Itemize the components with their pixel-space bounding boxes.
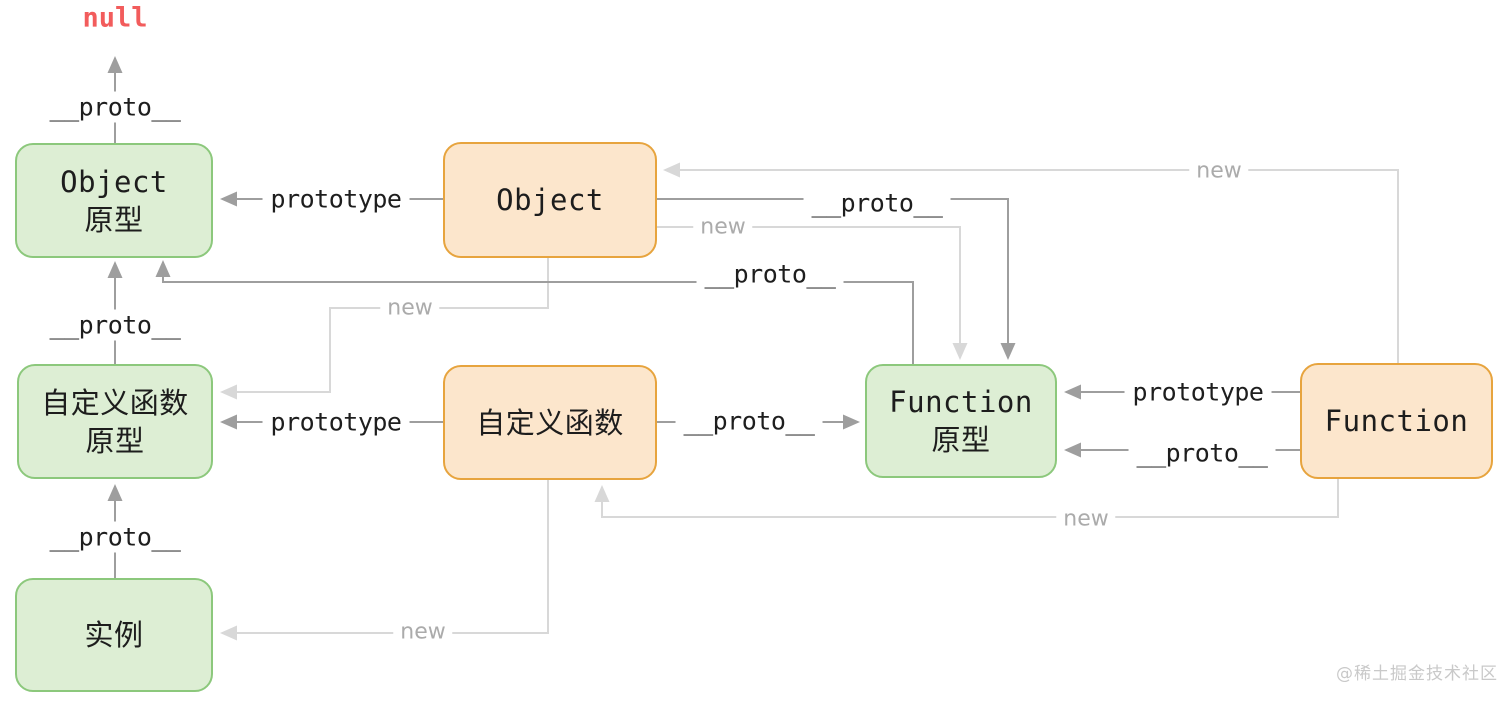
- label-new-function-to-object: new: [1189, 157, 1249, 185]
- node-title: Object: [60, 164, 168, 199]
- node-title: Object: [496, 183, 604, 217]
- label-new-function-to-customfn: new: [1056, 505, 1116, 533]
- node-title: Function: [889, 385, 1033, 419]
- edge-new-customfn-to-instance: [220, 480, 549, 641]
- node-customfn: 自定义函数: [443, 365, 657, 480]
- node-title: 自定义函数: [41, 385, 189, 420]
- label-proto-object-to-funcproto: __proto__: [803, 187, 951, 219]
- node-instance: 实例: [15, 578, 213, 692]
- edge-new-object-to-custom-prototype: [220, 258, 549, 400]
- edge-new-function-to-customfn: [594, 479, 1339, 518]
- label-prototype-object: prototype: [262, 183, 410, 215]
- label-proto-funcproto-to-objproto: __proto__: [696, 258, 844, 290]
- label-new-customfn-to-instance: new: [393, 618, 453, 646]
- label-new-object-to-customproto: new: [380, 294, 440, 322]
- edge-proto-object-to-funcproto: [657, 198, 1016, 360]
- label-new-object-to-funcproto: new: [693, 213, 753, 241]
- node-title: 实例: [84, 618, 144, 652]
- node-function: Function: [1300, 363, 1493, 479]
- node-object-prototype: Object 原型: [15, 143, 213, 258]
- watermark: @稀土掘金技术社区: [1336, 664, 1498, 684]
- label-proto-objproto-to-null: __proto__: [41, 91, 189, 123]
- label-proto-instance-to-customproto: __proto__: [41, 521, 189, 553]
- node-object: Object: [443, 142, 657, 258]
- null-label: null: [76, 2, 154, 34]
- node-subtitle: 原型: [85, 423, 145, 458]
- label-proto-customfn-to-funcproto: __proto__: [675, 405, 823, 437]
- node-title: 自定义函数: [476, 405, 624, 440]
- node-title: Function: [1324, 404, 1469, 438]
- label-prototype-customfn: prototype: [262, 406, 410, 438]
- label-proto-function-to-funcproto: __proto__: [1128, 437, 1276, 469]
- edge-new-function-to-object: [663, 162, 1399, 363]
- node-function-prototype: Function 原型: [865, 364, 1057, 478]
- edge-new-object-to-function-prototype: [657, 226, 968, 360]
- node-subtitle: 原型: [84, 202, 144, 237]
- label-proto-customproto-to-objproto: __proto__: [41, 309, 189, 341]
- label-prototype-function: prototype: [1124, 376, 1272, 408]
- edge-proto-funcproto-to-objproto: [155, 260, 914, 364]
- node-subtitle: 原型: [931, 423, 991, 457]
- node-customfn-prototype: 自定义函数 原型: [17, 364, 213, 479]
